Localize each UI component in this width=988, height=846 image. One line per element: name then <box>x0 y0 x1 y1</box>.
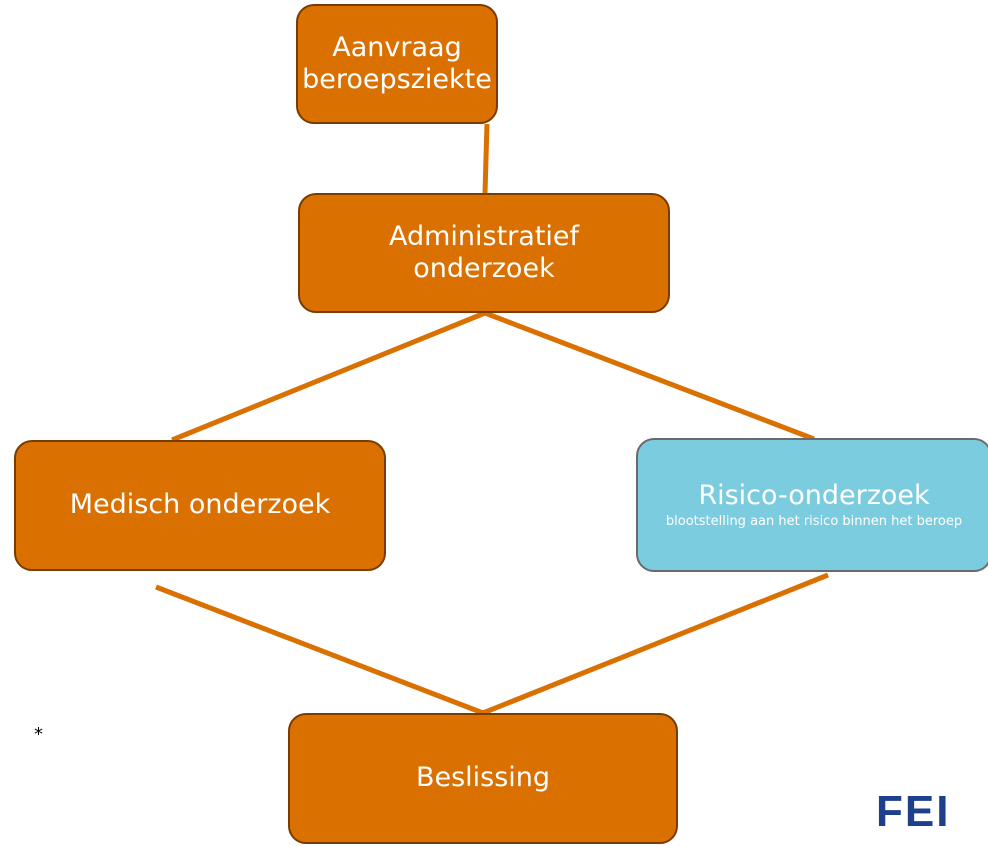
edge-risico-beslissing <box>482 572 829 716</box>
fedris-logo: FEI <box>876 787 951 836</box>
node-risico-onderzoek: Risico-onderzoek blootstelling aan het r… <box>636 438 988 572</box>
node-title: Administratief onderzoek <box>388 220 580 284</box>
edge-administratief-risico <box>484 310 815 442</box>
node-aanvraag-beroepsziekte: Aanvraag beroepsziekte <box>296 4 498 124</box>
edge-medisch-beslissing <box>155 584 484 716</box>
footnote-marker: * <box>34 724 43 745</box>
edge-aanvraag-administratief <box>482 123 490 194</box>
node-administratief-onderzoek: Administratief onderzoek <box>298 193 670 313</box>
node-title: Medisch onderzoek <box>69 489 331 521</box>
node-medisch-onderzoek: Medisch onderzoek <box>14 440 386 571</box>
node-subtitle: blootstelling aan het risico binnen het … <box>665 514 963 530</box>
node-title: Beslissing <box>415 762 551 794</box>
node-title: Risico-onderzoek <box>698 480 930 511</box>
node-beslissing: Beslissing <box>288 713 678 844</box>
node-title: Aanvraag beroepsziekte <box>302 31 492 95</box>
edge-administratief-medisch <box>171 310 486 443</box>
